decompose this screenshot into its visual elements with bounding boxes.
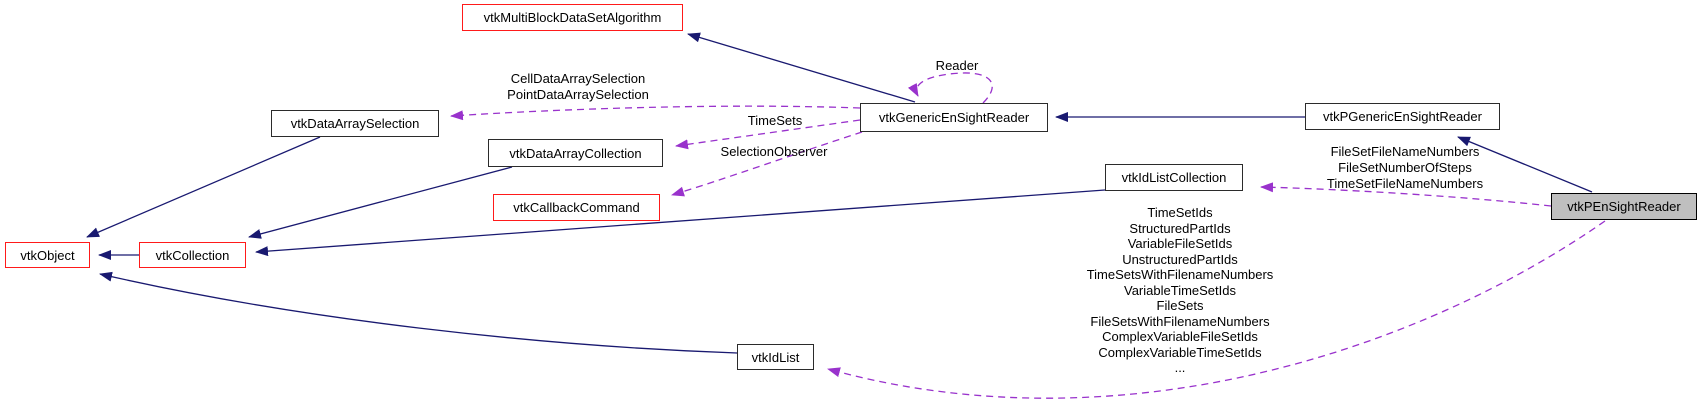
node-vtkCallbackCommand[interactable]: vtkCallbackCommand bbox=[493, 194, 660, 221]
node-vtkIdList[interactable]: vtkIdList bbox=[737, 344, 814, 370]
edge-label-line: CellDataArraySelection bbox=[510, 71, 646, 86]
edge-usage-reader-self-loop bbox=[907, 72, 993, 104]
edge-label-line: TimeSetsWithFilenameNumbers bbox=[1086, 267, 1274, 282]
edge-label-line: TimeSetIds bbox=[1147, 205, 1213, 220]
edge-idlist-to-object bbox=[99, 271, 738, 354]
node-vtkMultiBlockDataSetAlgorithm[interactable]: vtkMultiBlockDataSetAlgorithm bbox=[462, 4, 683, 31]
edge-usage-dataarraycollection bbox=[675, 119, 861, 150]
edge-label-line: FileSets bbox=[1156, 298, 1204, 313]
edge-dataarrayselection-to-object bbox=[86, 136, 321, 238]
edge-label-line: VariableFileSetIds bbox=[1127, 236, 1233, 251]
edge-dataarraycollection-to-collection bbox=[248, 166, 513, 239]
edge-label-line: UnstructuredPartIds bbox=[1122, 251, 1238, 267]
edge-genericreader-to-multiblock bbox=[687, 32, 916, 103]
edge-label-line: StructuredPartIds bbox=[1129, 220, 1231, 236]
edge-label-line: VariableTimeSetIds bbox=[1124, 282, 1236, 298]
edge-label-line: FileSetNumberOfSteps bbox=[1338, 160, 1472, 175]
edge-label-idlistcollection: FileSetFileNameNumbers FileSetNumberOfSt… bbox=[1327, 144, 1483, 192]
edge-label-line: PointDataArraySelection bbox=[507, 87, 649, 102]
edge-label-line: FileSetFileNameNumbers bbox=[1330, 144, 1480, 159]
edge-label-selectionobserver: SelectionObserver bbox=[720, 144, 828, 159]
edge-label-line: ... bbox=[1174, 360, 1186, 375]
edge-usage-callbackcommand bbox=[671, 131, 863, 197]
node-vtkIdListCollection[interactable]: vtkIdListCollection bbox=[1105, 164, 1243, 191]
node-vtkDataArraySelection[interactable]: vtkDataArraySelection bbox=[271, 110, 439, 137]
edge-pensightreader-to-pgenericreader bbox=[1457, 136, 1593, 193]
edge-usage-dataarrayselection bbox=[450, 105, 861, 121]
edge-label-line: ComplexVariableFileSetIds bbox=[1102, 329, 1258, 344]
edge-usage-idlist bbox=[827, 220, 1606, 399]
node-vtkObject[interactable]: vtkObject bbox=[5, 242, 90, 268]
node-vtkDataArrayCollection[interactable]: vtkDataArrayCollection bbox=[488, 139, 663, 167]
edge-label-dataarrayselection: CellDataArraySelection PointDataArraySel… bbox=[507, 71, 649, 103]
edge-usage-idlistcollection bbox=[1260, 182, 1552, 207]
node-vtkGenericEnSightReader[interactable]: vtkGenericEnSightReader bbox=[860, 103, 1048, 132]
node-vtkCollection[interactable]: vtkCollection bbox=[139, 242, 246, 268]
edge-label-idlist: TimeSetIds StructuredPartIds VariableFil… bbox=[1087, 205, 1274, 376]
edge-label-line: TimeSetFileNameNumbers bbox=[1326, 176, 1484, 191]
node-vtkPGenericEnSightReader[interactable]: vtkPGenericEnSightReader bbox=[1305, 103, 1500, 130]
edge-label-line: ComplexVariableTimeSetIds bbox=[1098, 344, 1262, 360]
edge-label-reader: Reader bbox=[935, 58, 979, 73]
edge-label-timesets: TimeSets bbox=[747, 113, 803, 128]
node-vtkPEnSightReader: vtkPEnSightReader bbox=[1551, 193, 1697, 220]
edge-idlistcollection-to-collection bbox=[255, 189, 1106, 257]
edge-label-line: FileSetsWithFilenameNumbers bbox=[1090, 313, 1270, 329]
